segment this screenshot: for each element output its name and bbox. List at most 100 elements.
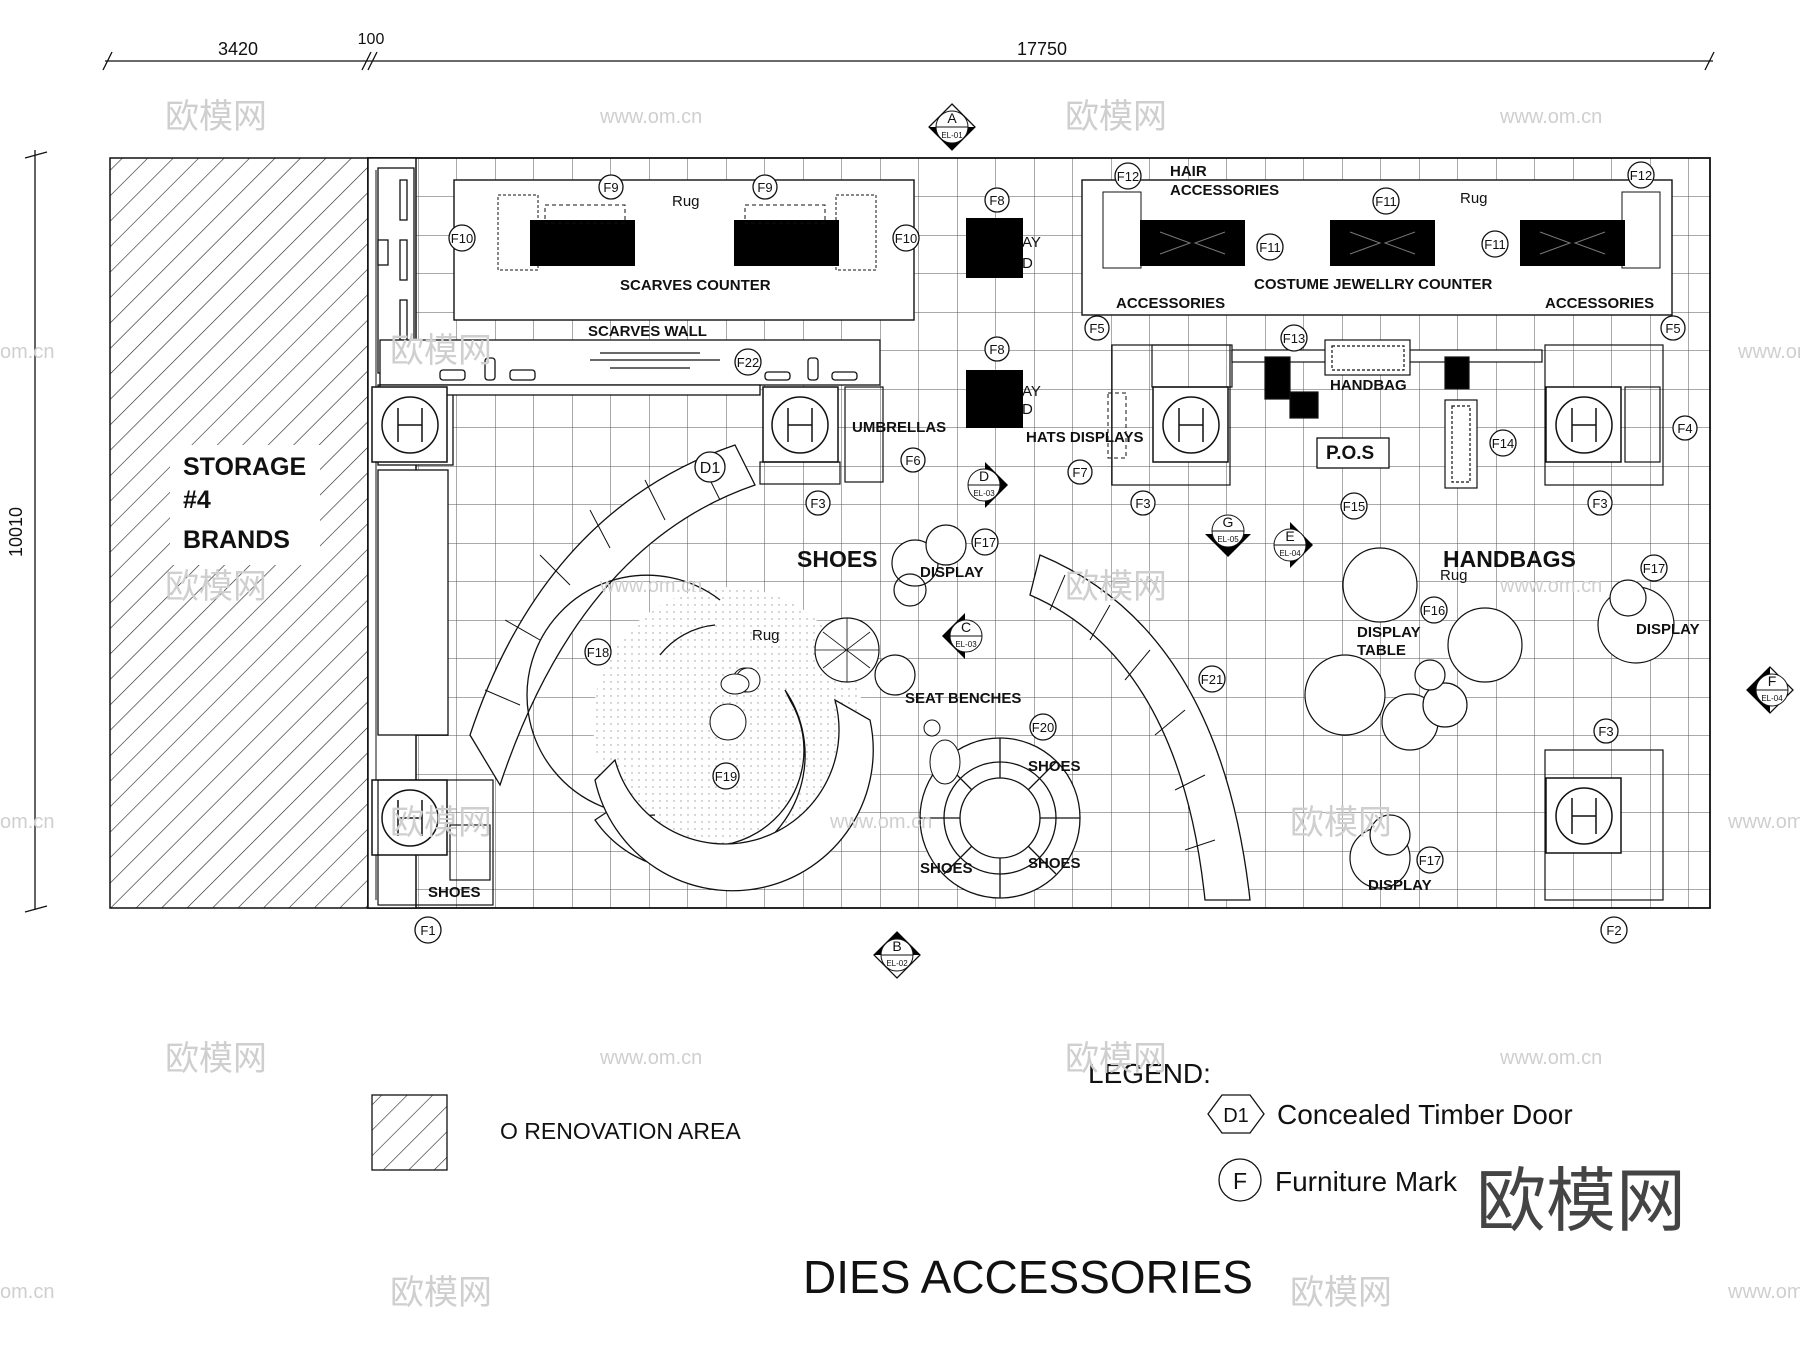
rug-label-scarves: Rug	[672, 193, 700, 210]
scarves-counter	[453, 179, 915, 321]
svg-text:F17: F17	[1419, 853, 1441, 868]
watermarks: 欧模网 www.om.cn 欧模网 www.om.cn om.cn 欧模网 ww…	[0, 98, 1800, 1312]
mark-f6: F6	[900, 447, 926, 473]
display-cube-bottom	[966, 370, 1023, 428]
svg-text:E: E	[1285, 528, 1294, 544]
svg-text:F14: F14	[1492, 436, 1514, 451]
svg-text:F8: F8	[989, 342, 1004, 357]
svg-text:www.om.cn: www.om.cn	[599, 575, 702, 597]
svg-text:om.cn: om.cn	[0, 341, 54, 363]
rug-label-jewellry: Rug	[1460, 190, 1488, 207]
svg-text:欧模网: 欧模网	[390, 332, 492, 370]
mark-f17-b: F17	[1640, 554, 1668, 582]
svg-text:F11: F11	[1484, 237, 1505, 252]
shoes-label-ring-top: SHOES	[1028, 758, 1081, 775]
legend-hatch-label: O RENOVATION AREA	[500, 1118, 741, 1144]
svg-text:F18: F18	[587, 645, 609, 660]
seat-benches-label: SEAT BENCHES	[905, 690, 1021, 707]
mark-f11-a: F11	[1372, 187, 1400, 215]
mark-f9-right: F9	[752, 174, 778, 200]
rug-label-handbags: Rug	[1440, 567, 1468, 584]
svg-text:F3: F3	[1135, 496, 1150, 511]
mark-f15: F15	[1340, 492, 1368, 520]
svg-text:F21: F21	[1201, 672, 1223, 687]
mark-f11-c: F11	[1481, 230, 1509, 258]
svg-text:om.cn: om.cn	[0, 811, 54, 833]
svg-text:EL-04: EL-04	[1761, 694, 1783, 703]
svg-text:EL-02: EL-02	[886, 959, 908, 968]
svg-text:欧模网: 欧模网	[1065, 568, 1167, 606]
dimension-side-label: 10010	[6, 507, 26, 557]
mark-f10-right: F10	[892, 224, 920, 252]
legend-title: LEGEND:	[1088, 1058, 1211, 1089]
svg-text:F17: F17	[1643, 561, 1665, 576]
svg-text:www.om.cn: www.om.cn	[1499, 575, 1602, 597]
mark-f16: F16	[1420, 596, 1448, 624]
brands-label: BRANDS	[183, 526, 290, 554]
svg-text:F10: F10	[451, 231, 473, 246]
elevation-marker-b: B EL-02	[873, 931, 921, 979]
mark-f19: F19	[712, 762, 740, 790]
display-circles	[814, 524, 1675, 889]
svg-text:欧模网: 欧模网	[165, 1040, 267, 1078]
curved-shoe-wall-right	[1029, 554, 1251, 901]
mark-f14: F14	[1489, 429, 1517, 457]
svg-text:欧模网: 欧模网	[1476, 1160, 1686, 1242]
mark-f17-a: F17	[971, 528, 999, 556]
mark-f8-bottom: F8	[984, 336, 1010, 362]
svg-text:EL-04: EL-04	[1279, 549, 1301, 558]
svg-text:F3: F3	[1598, 724, 1613, 739]
drawing-title: DIES ACCESSORIES	[803, 1251, 1253, 1303]
svg-text:F5: F5	[1089, 321, 1104, 336]
svg-text:www.om.cn: www.om.cn	[1737, 341, 1800, 363]
shoes-label-corner: SHOES	[428, 884, 481, 901]
svg-text:B: B	[892, 938, 901, 954]
display-cube-label-ay-top: AY	[1022, 234, 1041, 251]
mark-f3-c: F3	[1587, 490, 1613, 516]
pos-label: P.O.S	[1326, 443, 1374, 464]
elevation-marker-c: C EL-03	[942, 613, 983, 659]
display-table-label-1: DISPLAY	[1357, 624, 1421, 641]
rug-label-shoes: Rug	[752, 627, 780, 644]
shoes-label-ring-right: SHOES	[1028, 855, 1081, 872]
svg-text:F22: F22	[737, 355, 759, 370]
legend-door-symbol: D1	[1207, 1094, 1265, 1134]
svg-text:F17: F17	[974, 535, 996, 550]
furniture-marks: F9 F9 F10 F10 F8 F8 F12 F12 F11 F11 F11 …	[414, 161, 1698, 944]
display-cube-label-ay-bottom: AY	[1022, 383, 1041, 400]
svg-text:F1: F1	[420, 923, 435, 938]
mark-f3-a: F3	[805, 490, 831, 516]
svg-text:F13: F13	[1283, 331, 1305, 346]
svg-text:欧模网: 欧模网	[1290, 1274, 1392, 1312]
svg-text:F10: F10	[895, 231, 917, 246]
mark-f2: F2	[1600, 916, 1628, 944]
svg-text:F16: F16	[1423, 603, 1445, 618]
costume-jewellry-label: COSTUME JEWELLRY COUNTER	[1254, 276, 1493, 293]
mark-f5-left: F5	[1084, 315, 1110, 341]
svg-text:EL-05: EL-05	[1217, 535, 1239, 544]
dimension-gap-label: 100	[358, 31, 385, 48]
scarves-wall	[379, 339, 881, 396]
seat-bench-ring	[919, 737, 1081, 899]
svg-text:F8: F8	[989, 193, 1004, 208]
svg-text:F20: F20	[1032, 720, 1054, 735]
legend-hatch-swatch	[371, 1094, 448, 1171]
dimension-top	[102, 51, 1715, 71]
svg-text:F11: F11	[1375, 194, 1396, 209]
display-label-right: DISPLAY	[1636, 621, 1700, 638]
elevation-marker-e: E EL-04	[1273, 522, 1313, 568]
handbag-label: HANDBAG	[1330, 377, 1407, 394]
svg-text:www.om.cn: www.om.cn	[1727, 1281, 1800, 1303]
svg-text:欧模网: 欧模网	[390, 1274, 492, 1312]
svg-text:F4: F4	[1677, 421, 1692, 436]
svg-text:C: C	[961, 619, 971, 635]
svg-text:F3: F3	[810, 496, 825, 511]
svg-text:F19: F19	[715, 769, 737, 784]
svg-text:F5: F5	[1665, 321, 1680, 336]
mark-f8-top: F8	[984, 187, 1010, 213]
mark-f22: F22	[734, 348, 762, 376]
mark-f21: F21	[1198, 665, 1226, 693]
mark-f5-right: F5	[1660, 315, 1686, 341]
storage-label: STORAGE	[183, 453, 306, 481]
display-label-shoes: DISPLAY	[920, 564, 984, 581]
